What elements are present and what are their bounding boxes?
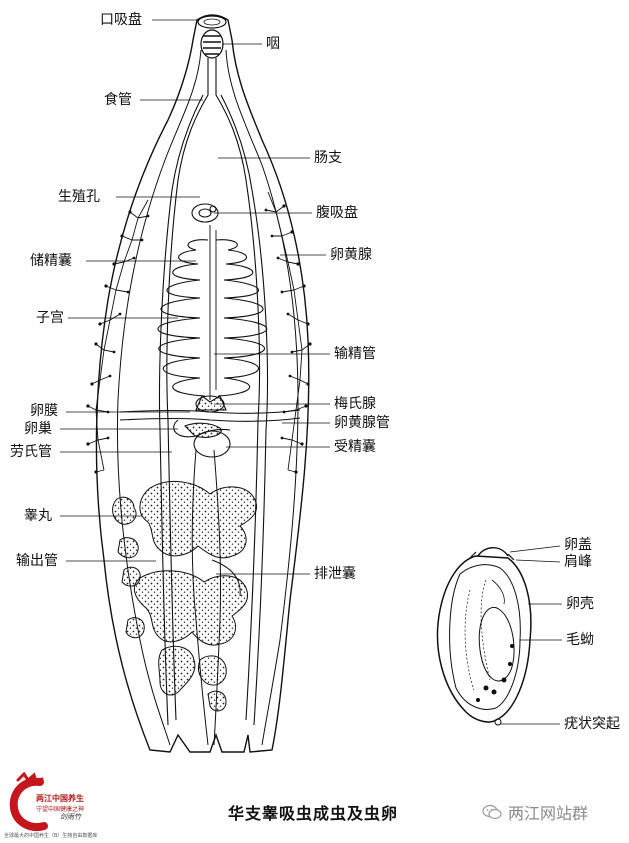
label-vas-deferens: 输精管 [334,346,376,362]
logo-title: 两江中国养生 [36,793,84,804]
label-knob-process: 疣状突起 [564,716,620,732]
vitelline-glands-left [88,200,148,472]
label-mehlis-gland: 梅氏腺 [334,396,376,412]
label-esophagus: 食管 [104,92,132,108]
label-genital-pore: 生殖孔 [58,189,100,205]
label-excretory-bladder: 排泄囊 [314,566,356,582]
label-pharynx: 咽 [266,36,280,52]
uterus-coils [158,225,267,400]
label-testis: 睾丸 [24,508,52,524]
label-vitelline-gland: 卵黄腺 [330,247,372,263]
reproductive-center [120,396,300,457]
egg-diagram [438,548,531,725]
label-uterus: 子宫 [36,310,64,326]
vitelline-glands-right [266,192,310,472]
label-seminal-receptacle: 受精囊 [334,439,376,455]
wechat-icon [482,804,502,820]
label-intestinal-branch: 肠支 [314,150,342,166]
label-operculum: 卵盖 [564,537,592,553]
label-oral-sucker: 口吸盘 [100,12,142,28]
label-seminal-vesicle: 储精囊 [30,253,72,269]
oral-sucker-shape [198,16,226,58]
logo-footer: 全球最大的中国养生（B）生物自由数据库 [4,832,97,839]
label-ootype: 卵膜 [30,403,58,419]
watermark-text: 两江网站群 [508,800,588,824]
logo-signature: 剑雨竹 [60,812,81,822]
label-vitelline-duct: 卵黄腺管 [334,415,390,431]
label-ventral-sucker: 腹吸盘 [316,205,358,221]
label-egg-shell: 卵壳 [566,596,594,612]
label-ovary: 卵巢 [24,421,52,437]
label-laurers-canal: 劳氏管 [10,444,52,460]
figure-caption: 华支睾吸虫成虫及虫卵 [228,800,398,824]
label-vas-efferens: 输出管 [16,553,58,569]
label-shoulder-ridge: 肩峰 [564,554,592,570]
label-miracidium: 毛蚴 [566,632,594,648]
